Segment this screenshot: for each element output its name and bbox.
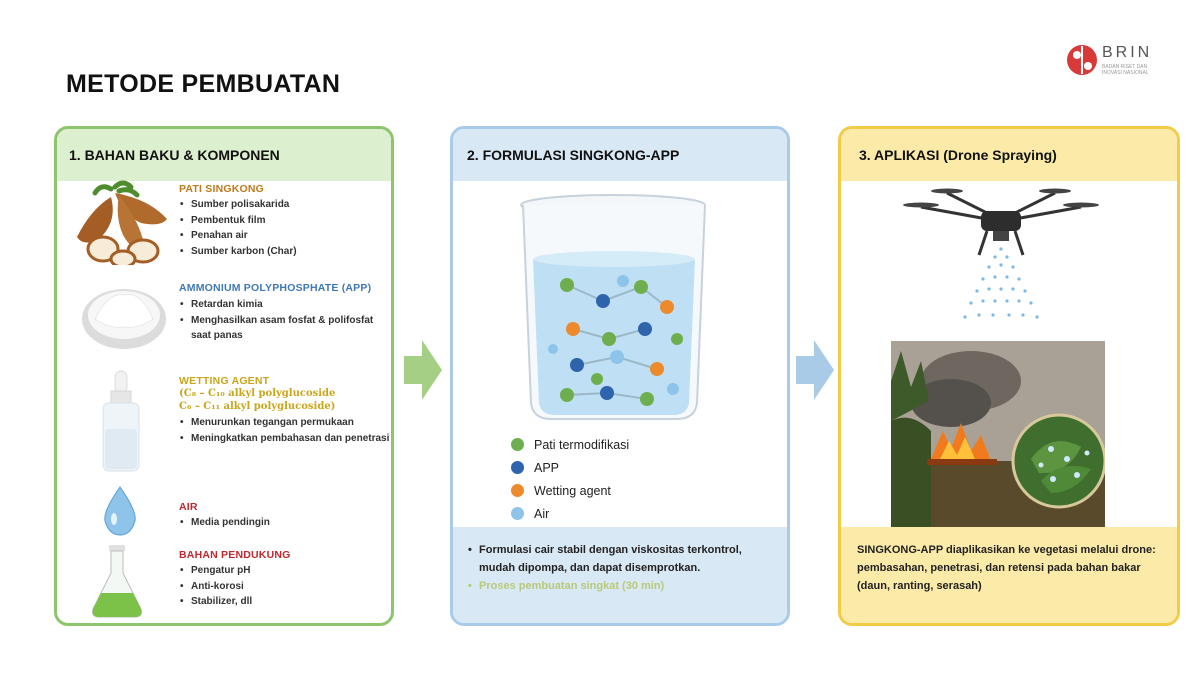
legend: Pati termodifikasi APP Wetting agent Air	[511, 433, 629, 525]
list-item: Menghasilkan asam fosfat & polifosfat sa…	[179, 313, 381, 344]
list-item: Sumber polisakarida	[179, 197, 297, 213]
list-item: Media pendingin	[179, 515, 270, 531]
brin-logo-icon	[1067, 45, 1097, 75]
list-item: Stabilizer, dll	[179, 594, 291, 610]
item-title: WETTING AGENT	[179, 375, 270, 387]
note-item: Proses pembuatan singkat (30 min)	[467, 577, 773, 595]
legend-label: Air	[534, 506, 550, 521]
cassava-icon	[77, 180, 167, 265]
molecule-cluster	[548, 275, 683, 406]
legend-dot	[511, 438, 524, 451]
list-item: Menurunkan tegangan permukaan	[179, 415, 371, 431]
legend-dot	[511, 507, 524, 520]
beaker-icon	[520, 194, 706, 420]
logo-text: BRIN	[1102, 44, 1153, 61]
panel-aplikasi: 3. APLIKASI (Drone Spraying)	[838, 126, 1180, 626]
flask-icon	[92, 545, 142, 618]
brin-logo: BRIN BADAN RISET DAN INOVASI NASIONAL	[1066, 42, 1186, 86]
water-drop-icon	[104, 486, 136, 536]
list-item: Meningkatkan pembahasan dan penetrasi	[179, 431, 391, 447]
item-title: AIR	[179, 501, 198, 513]
panel-1-heading: 1. BAHAN BAKU & KOMPONEN	[57, 129, 391, 181]
panel-2-heading: 2. FORMULASI SINGKONG-APP	[453, 129, 787, 181]
item-app: AMMONIUM POLYPHOSPHATE (APP) Retardan ki…	[179, 281, 381, 344]
list-item: Pembentuk film	[179, 213, 297, 229]
legend-label: Wetting agent	[534, 483, 611, 498]
list-item: Penahan air	[179, 228, 297, 244]
dropper-bottle-icon	[102, 370, 140, 472]
item-title: BAHAN PENDUKUNG	[179, 549, 291, 561]
item-title: AMMONIUM POLYPHOSPHATE (APP)	[179, 282, 372, 294]
item-title: PATI SINGKONG	[179, 183, 265, 195]
arrow-right-icon	[404, 340, 442, 400]
formula-line: (C₈ – C₁₀ alkyl polyglucoside	[179, 388, 336, 399]
panel-3-footer: SINGKONG-APP diaplikasikan ke vegetasi m…	[841, 527, 1177, 623]
page-title: METODE PEMBUATAN	[66, 70, 341, 98]
legend-dot	[511, 484, 524, 497]
note-item: Formulasi cair stabil dengan viskositas …	[467, 541, 773, 577]
forest-fire-image	[891, 341, 1105, 529]
item-air: AIR Media pendingin	[179, 501, 270, 531]
legend-item: Air	[511, 502, 629, 525]
legend-label: Pati termodifikasi	[534, 437, 630, 452]
drone-icon	[903, 188, 1099, 319]
legend-item: Wetting agent	[511, 479, 629, 502]
list-item: Sumber karbon (Char)	[179, 244, 297, 260]
logo-subtext: BADAN RISET DAN INOVASI NASIONAL	[1102, 64, 1149, 76]
list-item: Retardan kimia	[179, 297, 381, 313]
item-wetting-agent: WETTING AGENT (C₈ – C₁₀ alkyl polyglucos…	[179, 375, 391, 446]
legend-label: APP	[534, 460, 560, 475]
panel-2-footer: Formulasi cair stabil dengan viskositas …	[453, 527, 787, 623]
legend-item: APP	[511, 456, 629, 479]
list-item: Anti-korosi	[179, 579, 291, 595]
legend-item: Pati termodifikasi	[511, 433, 629, 456]
formula-line: C₆ – C₁₁ alkyl polyglucoside)	[179, 401, 336, 412]
arrow-right-icon	[796, 340, 834, 400]
powder-bowl-icon	[82, 289, 166, 349]
item-bahan-pendukung: BAHAN PENDUKUNG Pengatur pH Anti-korosi …	[179, 549, 291, 610]
panel-formulasi: 2. FORMULASI SINGKONG-APP Pati te	[450, 126, 790, 626]
item-pati-singkong: PATI SINGKONG Sumber polisakarida Pemben…	[179, 183, 297, 259]
legend-dot	[511, 461, 524, 474]
list-item: Pengatur pH	[179, 563, 291, 579]
panel-bahan-baku: 1. BAHAN BAKU & KOMPONEN PATI SINGKONG S…	[54, 126, 394, 626]
panel-3-heading: 3. APLIKASI (Drone Spraying)	[841, 129, 1177, 181]
